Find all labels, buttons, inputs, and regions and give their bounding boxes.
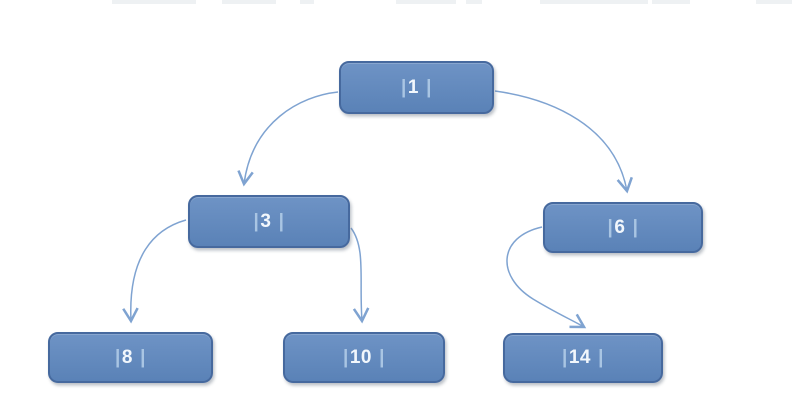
node-pipe-open: |	[115, 346, 121, 368]
edge-arrow-3-to-8	[122, 219, 187, 324]
node-value: 3	[260, 210, 272, 232]
node-pipe-close: |	[598, 347, 604, 368]
edge-arrow-1-to-3	[237, 91, 339, 187]
node-pipe-open: |	[607, 216, 614, 238]
node-pipe-open: |	[401, 76, 407, 98]
top-crop-artifact	[540, 0, 648, 4]
top-crop-artifact	[112, 0, 196, 4]
edge-arrow-1-to-6	[494, 90, 633, 194]
node-pipe-close: |	[379, 346, 385, 368]
node-value: 1	[407, 76, 419, 98]
node-value: 14	[568, 347, 591, 368]
top-crop-artifact	[396, 0, 456, 4]
tree-node-8: |8|	[48, 332, 213, 383]
edge-arrow-3-to-10	[350, 227, 370, 324]
top-crop-artifact	[466, 0, 482, 4]
tree-node-14: |14|	[503, 333, 663, 383]
node-pipe-close: |	[140, 346, 146, 368]
tree-node-10: |10|	[283, 332, 445, 383]
top-crop-artifact	[652, 0, 690, 4]
node-value: 6	[614, 216, 626, 238]
tree-node-3: |3|	[188, 195, 350, 248]
top-crop-artifact	[756, 0, 792, 4]
node-pipe-close: |	[278, 210, 285, 232]
tree-node-1: |1|	[339, 61, 494, 114]
top-crop-artifact	[300, 0, 314, 4]
top-crop-artifact	[222, 0, 276, 4]
node-pipe-close: |	[632, 216, 639, 238]
node-value: 10	[349, 346, 372, 368]
tree-node-6: |6|	[543, 202, 703, 253]
node-pipe-open: |	[253, 210, 260, 232]
node-pipe-close: |	[426, 76, 432, 98]
node-value: 8	[121, 346, 133, 368]
node-pipe-open: |	[342, 346, 349, 368]
node-pipe-open: |	[561, 347, 568, 368]
